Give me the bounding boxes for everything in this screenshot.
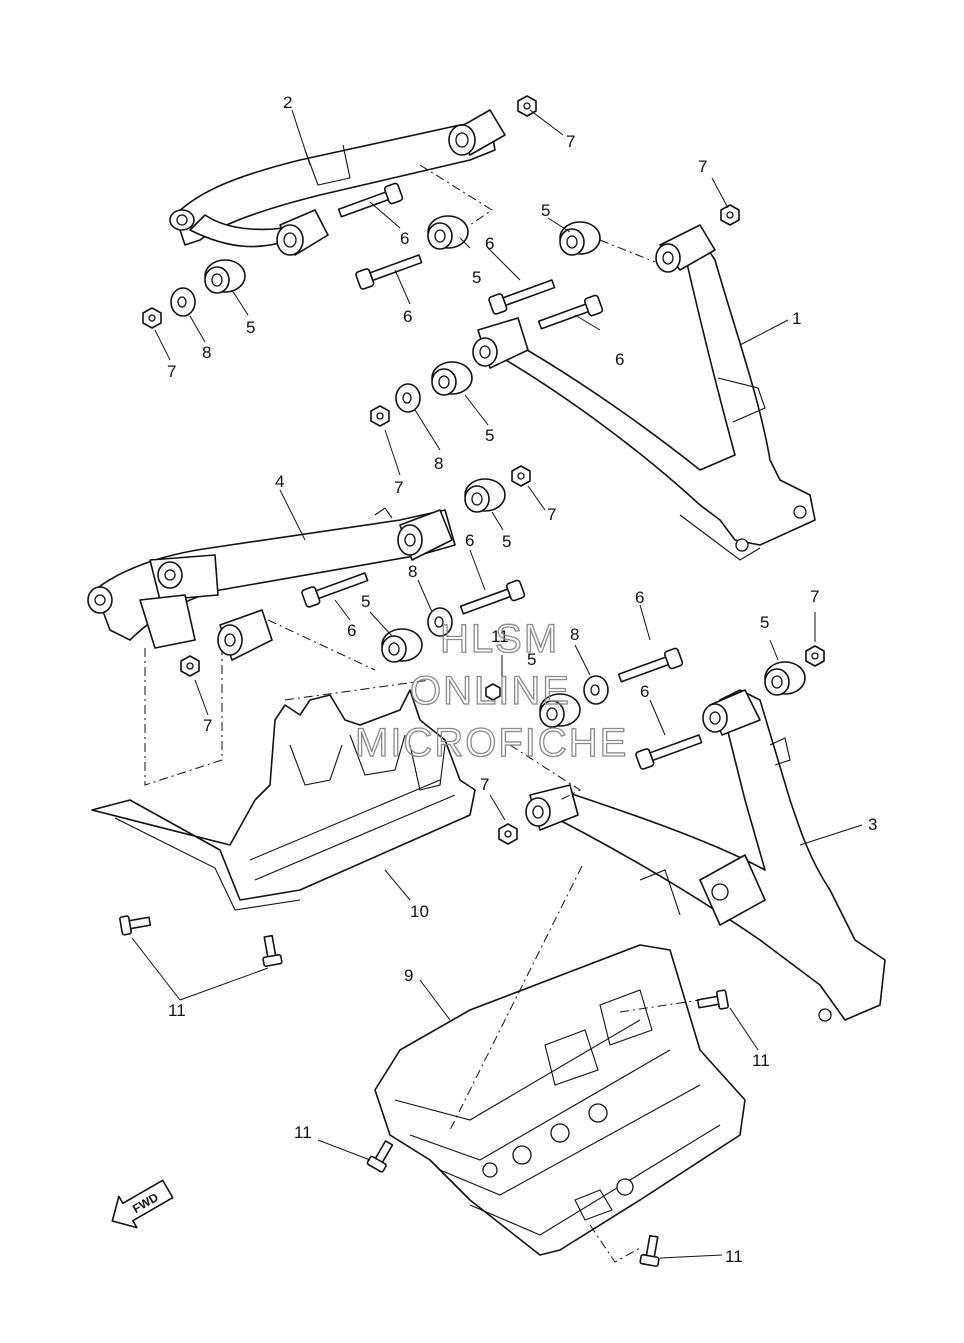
washer-set-part-8 (170, 287, 609, 705)
callout-labels: 1 2 3 4 5 5 5 5 5 5 5 5 6 6 6 6 6 6 6 6 … (167, 93, 877, 1266)
callout-5: 5 (502, 532, 511, 551)
callout-3: 3 (868, 815, 877, 834)
upper-left-arm-part-2 (169, 109, 506, 256)
upper-right-arm-part-1 (472, 224, 816, 561)
callout-5: 5 (541, 201, 550, 220)
leader-lines (131, 109, 863, 1259)
callout-10: 10 (410, 902, 429, 921)
callout-7: 7 (566, 132, 575, 151)
callout-6: 6 (400, 229, 409, 248)
callout-11: 11 (725, 1247, 743, 1266)
callout-5: 5 (527, 650, 536, 669)
callout-11: 11 (491, 627, 509, 646)
bolt-set-part-6 (301, 182, 703, 770)
callout-7: 7 (480, 775, 489, 794)
callout-11: 11 (168, 1001, 186, 1020)
callout-2: 2 (283, 93, 292, 112)
callout-8: 8 (202, 343, 211, 362)
bushing-set-part-5 (204, 215, 806, 728)
screw-set-part-11 (119, 683, 729, 1267)
callout-8: 8 (408, 562, 417, 581)
callout-6: 6 (485, 234, 494, 253)
front-guard-part-10 (91, 689, 476, 911)
callout-6: 6 (635, 588, 644, 607)
forward-direction-arrow: FWD (111, 1179, 174, 1229)
assembly-lines (144, 164, 701, 1263)
callout-6: 6 (403, 307, 412, 326)
callout-7: 7 (203, 716, 212, 735)
callout-6: 6 (465, 531, 474, 550)
callout-7: 7 (810, 587, 819, 606)
lower-right-arm-part-3 (525, 689, 886, 1022)
callout-9: 9 (404, 966, 413, 985)
callout-7: 7 (547, 505, 556, 524)
callout-7: 7 (394, 478, 403, 497)
lower-left-arm-part-4 (87, 507, 456, 661)
callout-4: 4 (275, 472, 284, 491)
callout-5: 5 (246, 318, 255, 337)
front-guard-part-9 (374, 944, 746, 1256)
callout-6: 6 (347, 621, 356, 640)
callout-6: 6 (640, 682, 649, 701)
callout-5: 5 (472, 268, 481, 287)
callout-8: 8 (434, 454, 443, 473)
watermark-line-2: ONLINE (410, 669, 571, 713)
callout-1: 1 (792, 309, 801, 328)
nut-set-part-7 (142, 95, 825, 845)
callout-7: 7 (698, 157, 707, 176)
callout-5: 5 (485, 426, 494, 445)
watermark: HLSM ONLINE MICROFICHE (354, 616, 628, 765)
callout-11: 11 (294, 1123, 312, 1142)
watermark-line-1: HLSM (440, 617, 559, 661)
callout-5: 5 (361, 592, 370, 611)
callout-11: 11 (752, 1051, 770, 1070)
callout-7: 7 (167, 362, 176, 381)
callout-5: 5 (760, 613, 769, 632)
callout-6: 6 (615, 350, 624, 369)
watermark-line-3: MICROFICHE (355, 721, 628, 765)
callout-8: 8 (570, 625, 579, 644)
